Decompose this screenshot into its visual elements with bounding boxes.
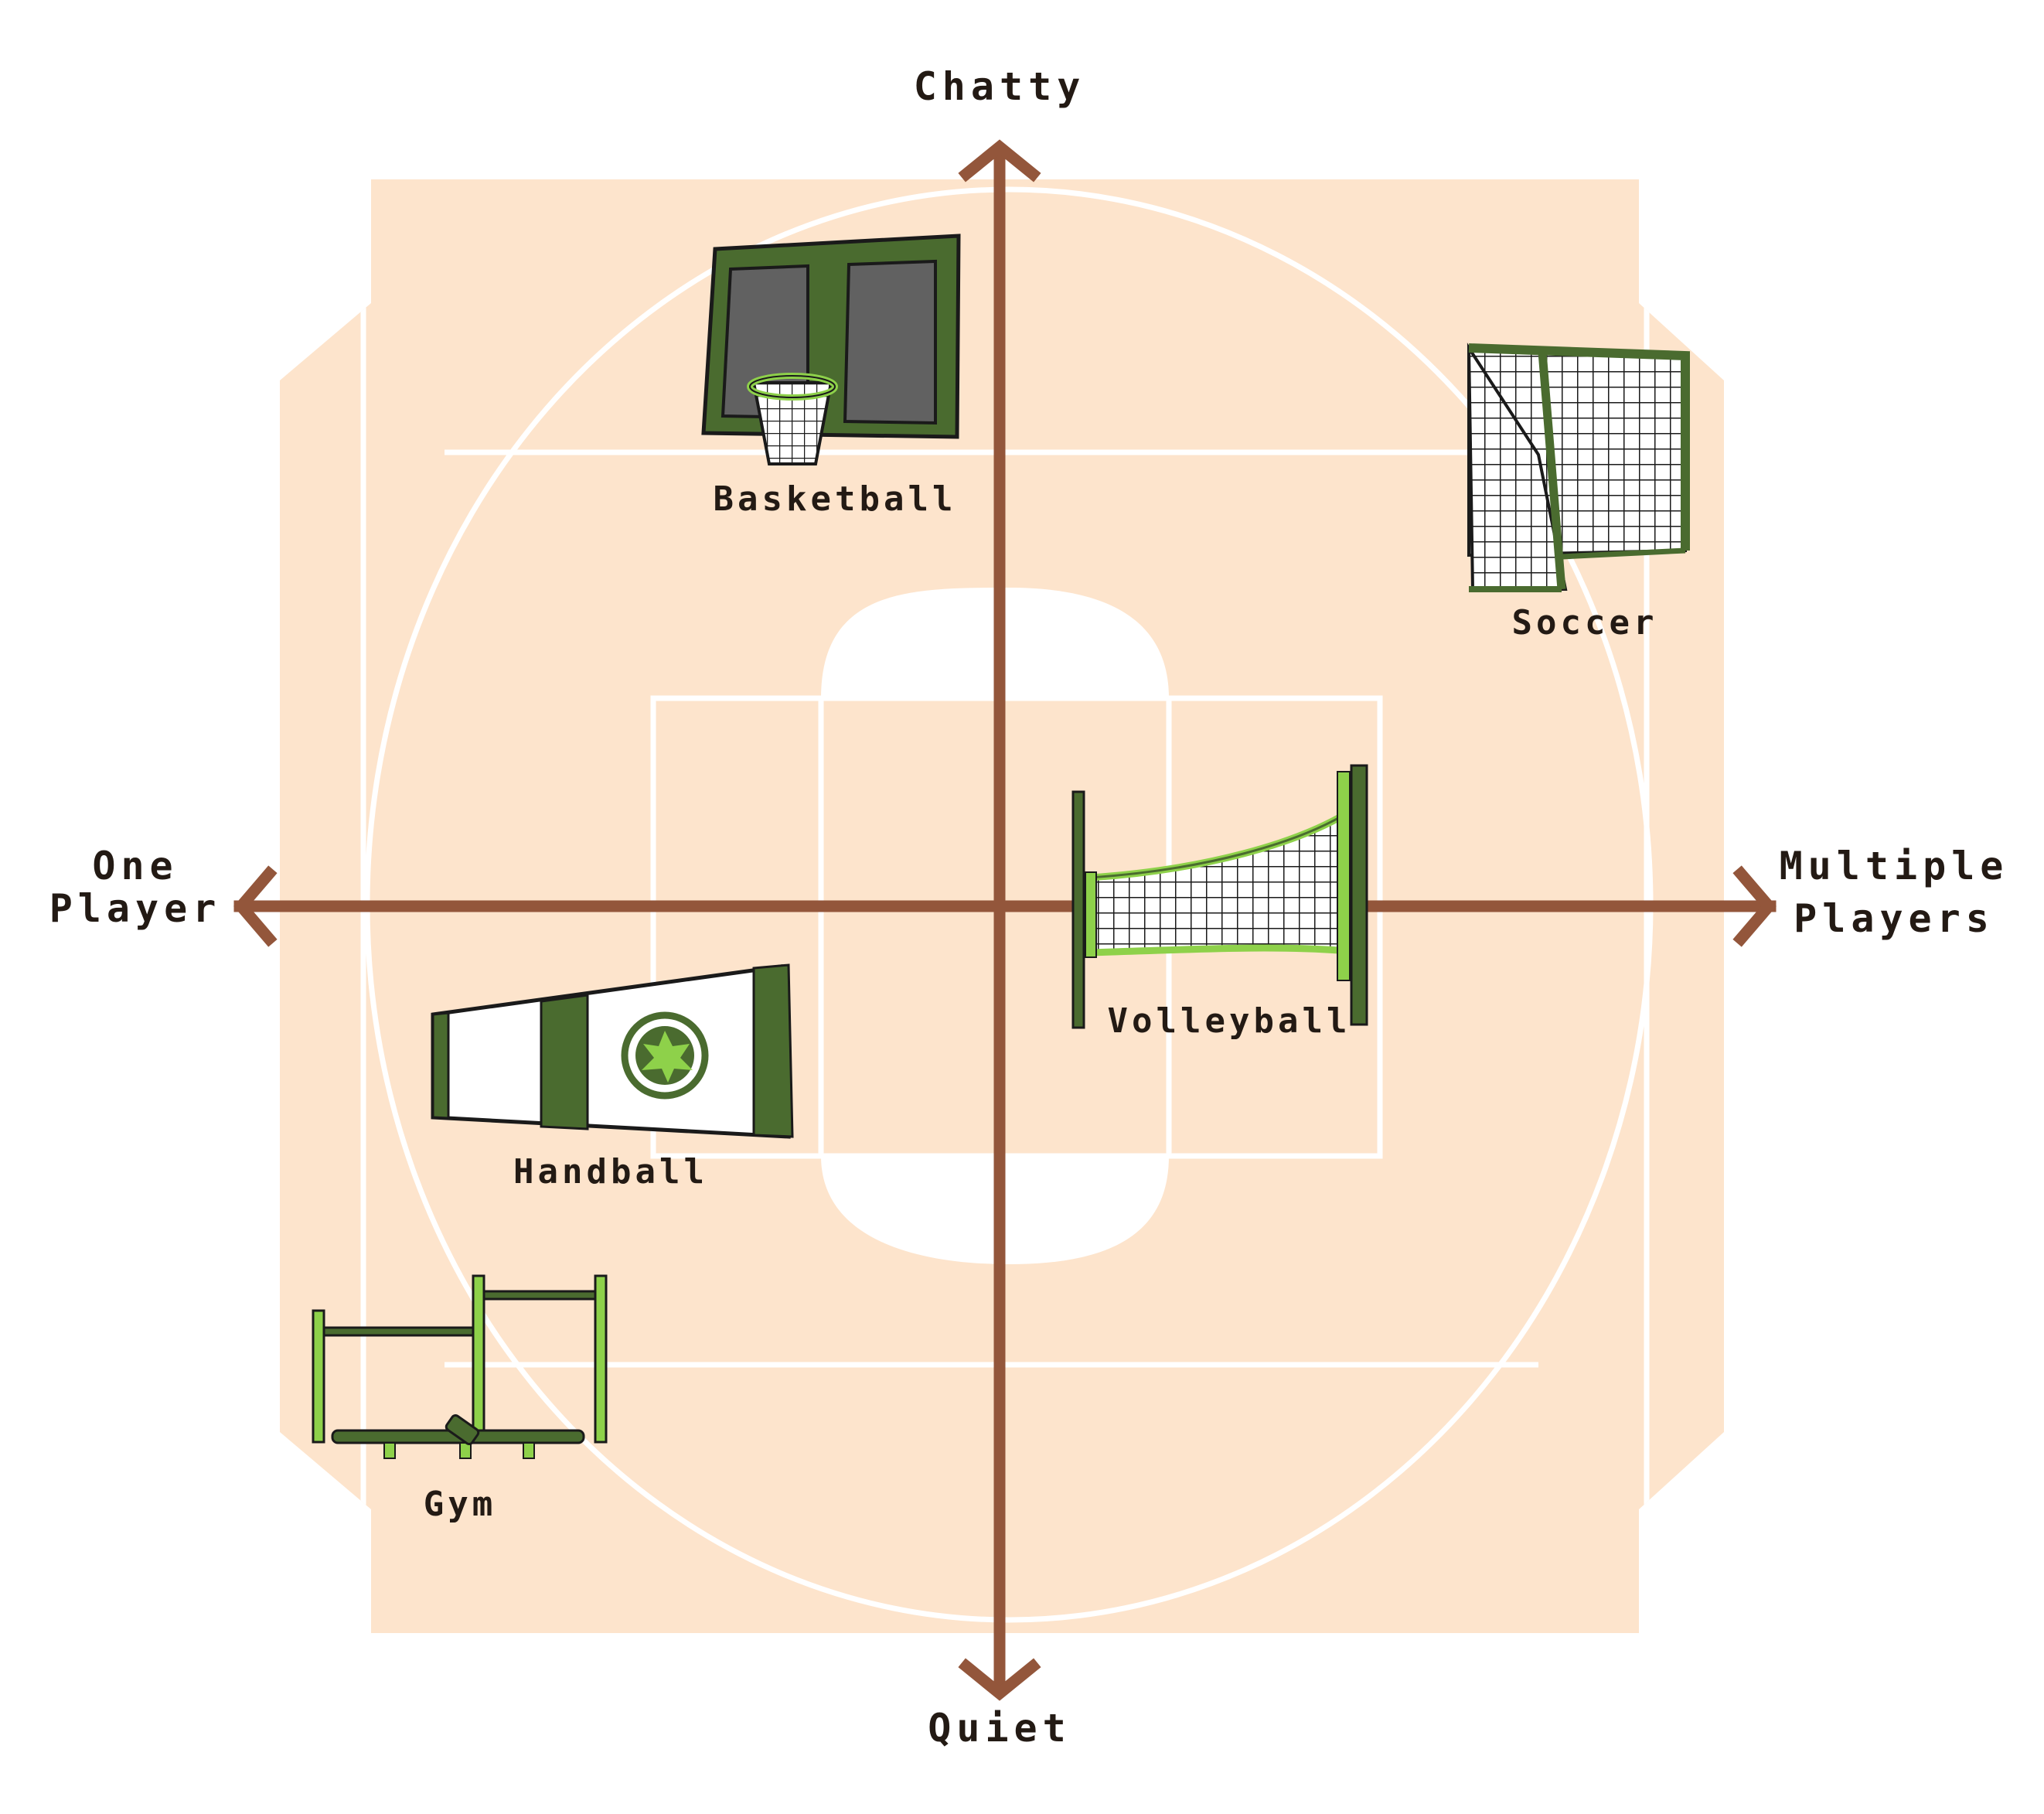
basketball-hoop-icon <box>701 234 961 465</box>
axis-label-right-line2: Players <box>1794 896 1995 941</box>
soccer-label: Soccer <box>1511 603 1658 643</box>
volleyball-net-icon <box>1071 764 1368 1029</box>
handball-label: Handball <box>513 1152 708 1192</box>
gym-label: Gym <box>423 1485 497 1524</box>
axis-arrow-right <box>1732 865 1777 947</box>
axes <box>233 139 1777 1701</box>
axis-arrow-left <box>233 865 278 947</box>
axis-label-top: Chatty <box>913 64 1086 109</box>
axis-label-left-line1: One <box>92 844 179 888</box>
axis-label-right-line1: Multiple <box>1779 844 2009 888</box>
soccer-goal-icon <box>1467 343 1690 592</box>
axis-label-bottom: Quiet <box>928 1706 1071 1751</box>
axis-label-left-line2: Player <box>49 886 222 931</box>
axis-arrow-up <box>958 139 1041 182</box>
handball-wall-icon <box>431 963 794 1139</box>
volleyball-label: Volleyball <box>1107 1001 1351 1041</box>
gym-equipment-icon <box>312 1274 608 1459</box>
basketball-label: Basketball <box>713 479 957 519</box>
axis-arrow-down <box>958 1658 1041 1701</box>
